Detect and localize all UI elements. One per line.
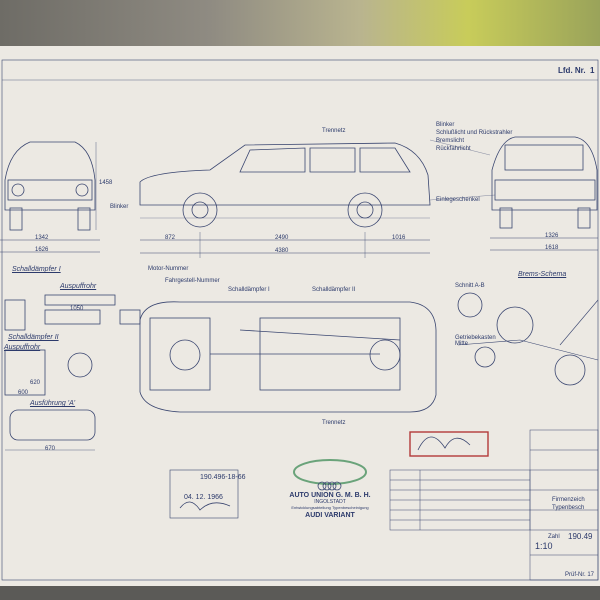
front-height-dim: 1458 [99, 180, 113, 186]
maker-dept: Entwicklungsabteilung Typenbescheinigung [291, 505, 369, 510]
heading-ausfuehrung: Ausführung 'A' [30, 400, 76, 407]
pruef-label: Prüf-Nr. 17 [565, 572, 595, 578]
heading-auspuffrohr: Auspuffrohr [4, 344, 41, 351]
side-view-drawing [139, 142, 431, 258]
front-blinker-label: Blinker [110, 204, 129, 210]
heading-brems-schema: Brems-Schema [518, 271, 567, 278]
front-view-drawing [0, 141, 100, 253]
schnitt-label: Schnitt A-B [455, 283, 485, 289]
red-stamp [409, 431, 489, 457]
lfd-nr-label: Lfd. Nr. 1 [558, 66, 595, 75]
plan-trennetz-label: Trennetz [322, 420, 346, 426]
plan-view-drawing [139, 301, 437, 413]
frame-border [1, 59, 599, 581]
rear-view-drawing [429, 136, 598, 251]
plan-schalldampfer-1-label: Schalldämpfer I [228, 287, 270, 293]
audi-rings-logo [317, 481, 342, 491]
wheelbase-dim: 2490 [275, 235, 289, 241]
approval-stamp-box [169, 469, 239, 519]
rear-track-dim: 1326 [545, 233, 559, 239]
rear-callout-list: Blinker Schlußlicht und Rückstrahler Bre… [436, 122, 512, 152]
plan-schalldampfer-2-label: Schalldämpfer II [312, 287, 356, 293]
zahl-label: Zahl [548, 534, 560, 540]
signature-scribble [417, 436, 471, 451]
front-width-dim: 1626 [35, 247, 49, 253]
fahrgestell-nummer-label: Fahrgestell-Nummer [165, 278, 220, 284]
exhaust-dim-1: 1050 [70, 306, 84, 312]
motor-nummer-label: Motor-Nummer [148, 266, 189, 272]
title-block-drawing [389, 429, 599, 581]
exhaust-dim-2: 620 [30, 380, 41, 386]
callout-rueckfahrlicht: Rückfahrlicht [436, 146, 471, 152]
length-dim: 4380 [275, 248, 289, 254]
firm-line: Firmenzeich [552, 497, 585, 503]
background-wall [0, 0, 600, 48]
zahl-value: 190.49 [568, 532, 593, 541]
approval-signature [179, 501, 231, 511]
brake-schema-drawing [457, 292, 599, 386]
heading-schalldampfer-2: Schalldämpfer II [8, 334, 59, 341]
exhaust-dim-3: 600 [18, 390, 29, 396]
overhang-rear-dim: 1016 [392, 235, 406, 241]
callout-bremslicht: Bremslicht [436, 138, 465, 144]
approval-number: 190.496-18-66 [200, 474, 246, 481]
green-stamp [293, 459, 367, 485]
heading-auspufftopf: Auspuffrohr [60, 283, 97, 290]
type-line: Typenbesch [552, 505, 585, 511]
scale-value: 1:10 [535, 541, 553, 551]
getriebe-label: Getriebekasten Mitte [455, 335, 496, 347]
callout-blinker: Blinker [436, 122, 455, 128]
approval-date: 04. 12. 1966 [184, 494, 223, 501]
maker-block: AUTO UNION G. M. B. H. INGOLSTADT Entwic… [280, 492, 380, 519]
einlegeschenkel-label: Einlegeschenkel [436, 197, 480, 203]
trennetz-top-label: Trennetz [322, 128, 346, 134]
maker-city: INGOLSTADT [314, 499, 346, 505]
exhaust-drawing [4, 294, 141, 451]
exhaust-dim-4: 670 [45, 446, 56, 452]
heading-schalldampfer-1: Schalldämpfer I [12, 266, 61, 273]
overhang-front-dim: 872 [165, 235, 176, 241]
maker-company: AUTO UNION G. M. B. H. [289, 492, 371, 499]
rear-width-dim: 1618 [545, 245, 559, 251]
front-track-dim: 1342 [35, 235, 49, 241]
maker-model: AUDI VARIANT [305, 512, 355, 519]
callout-schlusslicht: Schlußlicht und Rückstrahler [436, 130, 513, 136]
